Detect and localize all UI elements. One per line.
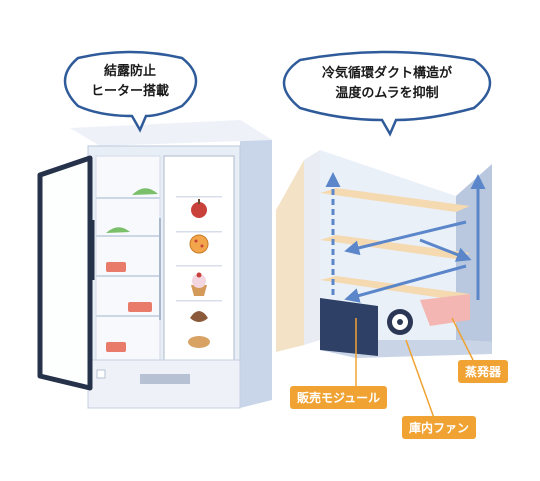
shelf-3 [320,276,470,300]
bubble-right-line2: 温度のムラを抑制 [335,86,439,101]
bubble-right-text: 冷気循環ダクト構造が 温度のムラを抑制 [296,64,478,104]
cupcake-icon [191,285,207,296]
leader-lines [355,317,475,419]
cutaway-diagram [276,150,492,358]
bubble-right [282,50,492,137]
vending-module-block [320,298,378,356]
evaporator-coil [420,294,470,326]
cabinet-side-panel [240,120,272,408]
airflow-shelf-1 [344,220,467,256]
airflow-arrows [325,172,486,303]
label-vending-module: 販売モジュール [290,386,388,409]
vent-grille [140,374,190,384]
leader-evaporator [451,317,475,363]
shelf-1 [320,188,470,212]
salmon-icon-3 [106,342,126,352]
bubble-left [63,50,198,133]
cabinet-top [70,120,272,146]
bread-icon [188,336,210,348]
airflow-cross-1 [419,238,472,262]
leader-fan [405,339,435,419]
fan-icon [387,309,413,335]
melon-slice-icon [132,188,158,195]
salmon-icon [106,262,126,272]
label-fan: 庫内ファン [402,416,477,439]
bubble-left-text: 結露防止 ヒーター搭載 [78,62,182,102]
bubble-right-line1: 冷気循環ダクト構造が [321,66,452,81]
interior-right [163,155,235,361]
interior-left [95,155,161,361]
left-shelves [96,197,160,317]
salmon-icon-2 [128,302,152,312]
bubble-left-line1: 結露防止 [103,64,156,79]
open-glass-door [37,155,93,391]
airflow-shelf-2 [344,264,467,303]
apple-icon [191,202,207,218]
bubble-left-line2: ヒーター搭載 [90,84,169,99]
cookie-icon [190,311,208,322]
pizza-icon [189,234,209,254]
melon-slice-icon-2 [106,227,130,233]
right-column-items [176,196,222,348]
showcase-cabinet [37,120,272,409]
outer-wall-left [276,160,304,352]
label-evaporator: 蒸発器 [458,360,509,383]
indicator-light [96,369,106,379]
outer-wall-edge [304,150,320,345]
